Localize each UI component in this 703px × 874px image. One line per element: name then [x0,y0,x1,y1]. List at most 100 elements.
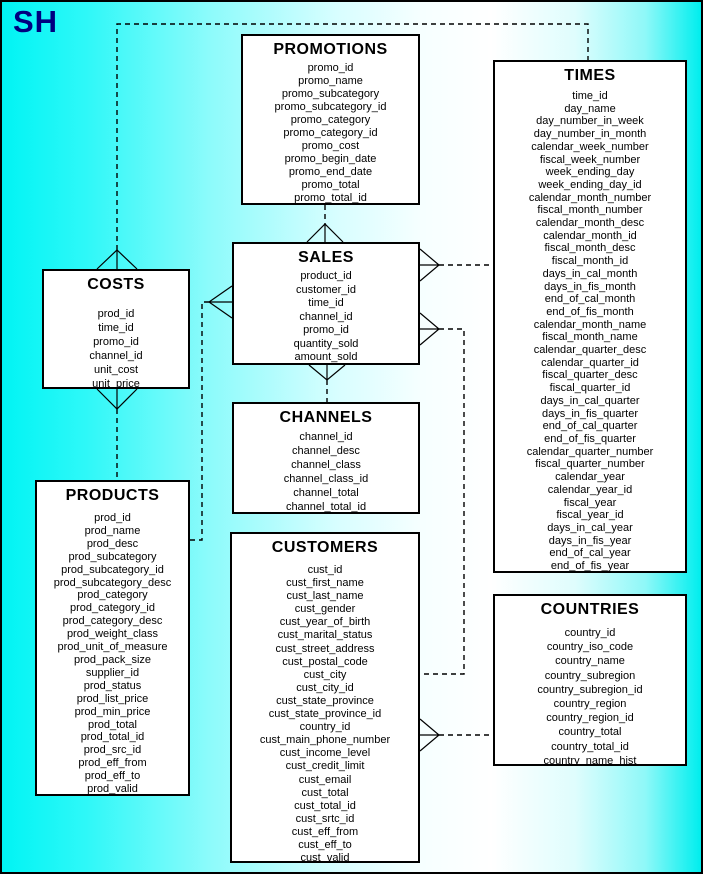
relationship-sales-products [190,285,233,541]
field-country_region: country_region [553,698,627,711]
relationship-sales-times [419,248,493,282]
field-promo_total: promo_total [301,179,360,191]
relationship-sales-promotions [306,205,344,243]
field-cust_valid: cust_valid [300,852,350,863]
field-promo_total_id: promo_total_id [294,192,367,204]
field-channel_class_id: channel_class_id [283,473,369,485]
field-prod_name: prod_name [84,524,141,537]
field-promo_end_date: promo_end_date [288,166,373,178]
field-fiscal_year: fiscal_year [563,496,617,509]
field-promo_id: promo_id [93,336,139,348]
field-calendar_month_name: calendar_month_name [533,318,647,331]
relationship-sales-customers [419,312,465,675]
field-prod_category: prod_category [77,589,148,602]
field-cust_first_name: cust_first_name [286,577,364,590]
field-promo_name: promo_name [298,75,363,87]
field-country_iso_code: country_iso_code [546,641,634,654]
field-cust_main_phone_number: cust_main_phone_number [259,734,391,747]
field-calendar_month_desc: calendar_month_desc [535,217,645,230]
field-cust_city: cust_city [303,668,347,681]
field-end_of_cal_month: end_of_cal_month [544,293,636,306]
field-days_in_fis_year: days_in_fis_year [548,534,632,547]
field-channel_total_id: channel_total_id [285,501,367,513]
field-cust_eff_from: cust_eff_from [291,825,359,838]
field-prod_valid: prod_valid [87,783,138,796]
field-day_name: day_name [564,102,616,115]
field-cust_eff_to: cust_eff_to [298,838,352,851]
entity-fields-costs: prod_id time_id promo_id channel_id unit_cos… [44,307,188,387]
field-fiscal_month_name: fiscal_month_name [542,331,638,344]
relationship-customers-countries [419,718,493,752]
field-country_id: country_id [564,627,616,639]
entity-title-sales: SALES [298,249,354,266]
field-time_id: time_id [98,322,134,334]
field-week_ending_day_id: week_ending_day_id [538,178,642,191]
field-prod_unit_of_measure: prod_unit_of_measure [57,641,168,654]
field-country_subregion: country_subregion [544,669,636,682]
field-end_of_fis_quarter: end_of_fis_quarter [544,432,636,445]
field-cust_credit_limit: cust_credit_limit [285,760,365,773]
field-calendar_quarter_desc: calendar_quarter_desc [533,344,647,357]
field-end_of_fis_year: end_of_fis_year [550,560,630,573]
field-fiscal_week_number: fiscal_week_number [539,153,641,166]
entity-title-products: PRODUCTS [65,487,160,504]
field-promo_subcategory: promo_subcategory [281,88,380,100]
field-prod_min_price: prod_min_price [74,705,151,718]
field-end_of_cal_quarter: end_of_cal_quarter [542,420,638,433]
field-country_name: country_name [555,655,625,668]
field-prod_subcategory_id: prod_subcategory_id [61,563,164,576]
field-prod_total: prod_total [88,718,137,731]
field-quantity_sold: quantity_sold [293,337,359,350]
field-channel_desc: channel_desc [292,445,360,457]
field-prod_category_id: prod_category_id [69,602,155,615]
field-unit_cost: unit_cost [93,364,139,376]
schema-logo: SH [13,4,59,39]
field-calendar_month_id: calendar_month_id [543,229,637,242]
field-calendar_quarter_number: calendar_quarter_number [526,445,654,458]
field-prod_pack_size: prod_pack_size [73,653,152,666]
field-cust_year_of_birth: cust_year_of_birth [279,616,371,629]
field-calendar_month_number: calendar_month_number [528,191,652,204]
field-country_total_id: country_total_id [551,740,629,753]
field-country_subregion_id: country_subregion_id [537,683,643,696]
field-prod_status: prod_status [83,679,142,692]
field-prod_id: prod_id [97,308,135,320]
field-days_in_fis_quarter: days_in_fis_quarter [541,407,638,420]
field-days_in_cal_quarter: days_in_cal_quarter [540,394,640,407]
field-prod_list_price: prod_list_price [76,692,149,705]
field-prod_eff_to: prod_eff_to [84,770,141,783]
field-prod_total_id: prod_total_id [80,731,145,744]
field-cust_street_address: cust_street_address [275,642,375,655]
field-cust_srtc_id: cust_srtc_id [295,812,355,825]
field-fiscal_month_number: fiscal_month_number [537,204,643,217]
entity-title-times: TIMES [564,67,616,84]
field-supplier_id: supplier_id [85,666,140,679]
relationship-costs-products [96,388,138,480]
field-prod_category_desc: prod_category_desc [62,615,163,628]
field-fiscal_month_id: fiscal_month_id [551,255,629,268]
entity-title-promotions: PROMOTIONS [273,41,388,58]
field-cust_last_name: cust_last_name [286,590,364,603]
field-channel_id: channel_id [89,350,143,362]
field-channel_total: channel_total [293,487,359,499]
field-calendar_quarter_id: calendar_quarter_id [541,356,639,369]
field-time_id: time_id [308,297,344,309]
field-calendar_week_number: calendar_week_number [531,140,649,153]
field-prod_subcategory_desc: prod_subcategory_desc [53,576,172,589]
field-day_number_in_month: day_number_in_month [533,128,647,141]
field-cust_income_level: cust_income_level [279,747,371,760]
field-fiscal_quarter_number: fiscal_quarter_number [535,458,645,471]
field-prod_weight_class: prod_weight_class [66,628,159,641]
field-promo_subcategory_id: promo_subcategory_id [274,101,387,113]
field-country_total: country_total [558,726,622,739]
